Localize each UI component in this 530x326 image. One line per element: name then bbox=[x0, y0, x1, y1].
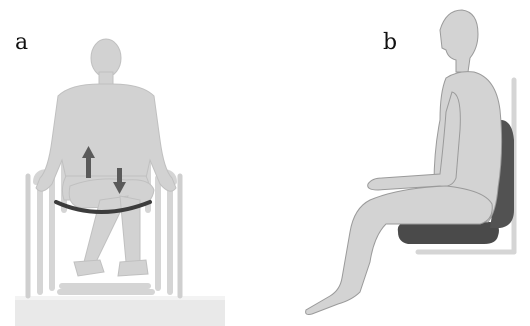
floor bbox=[15, 296, 225, 326]
panel-label-a: a bbox=[15, 32, 28, 54]
seated-figure-side bbox=[306, 10, 502, 315]
panel-b-illustration bbox=[306, 10, 514, 315]
panel-a-illustration bbox=[15, 39, 225, 326]
seat-cushion bbox=[398, 222, 499, 244]
panel-label-b: b bbox=[383, 32, 397, 54]
